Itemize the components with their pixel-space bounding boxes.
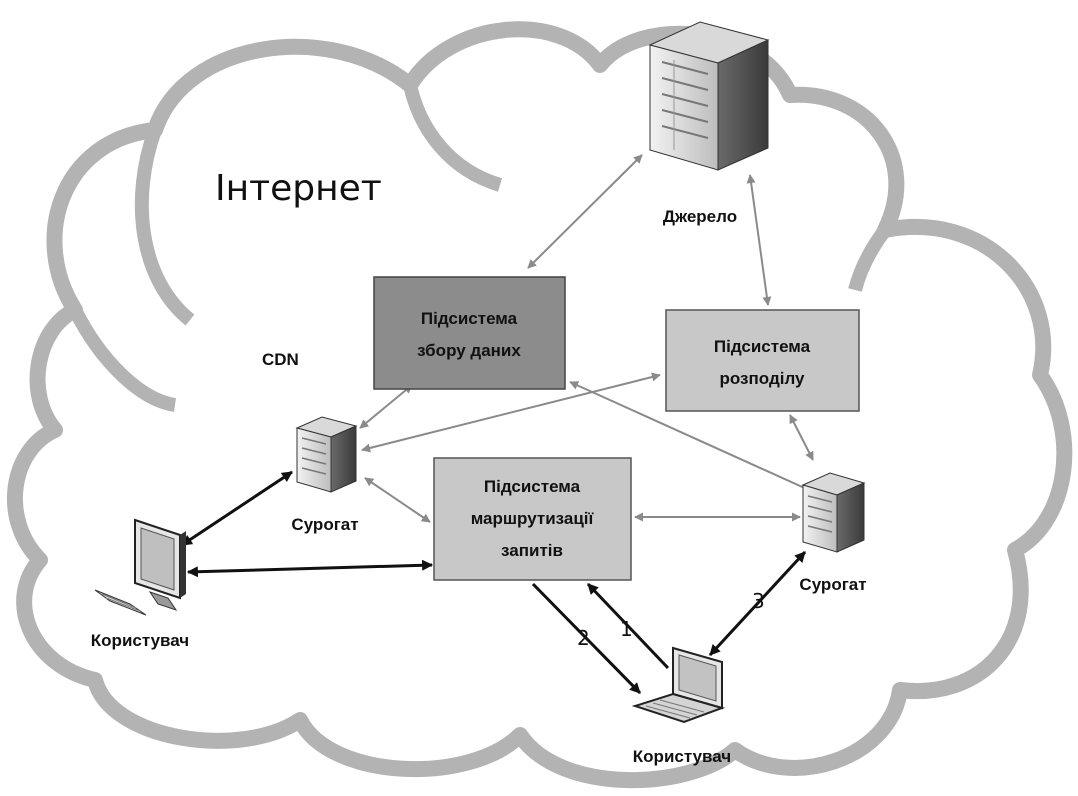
origin-server-label: Джерело: [663, 207, 737, 226]
cloud-lobe-left-bottom: [68, 306, 177, 412]
step-2-label: 2: [577, 626, 590, 650]
arrow-distribution-surrogate-right: [789, 414, 814, 461]
cloud-lobe-right: [848, 225, 891, 292]
arrow-desktop-surrogate-left: [181, 470, 293, 547]
cloud-lobe-top: [403, 83, 503, 192]
arrow-step3-laptop-surrogate: [708, 550, 807, 657]
internet-label: Інтернет: [215, 168, 382, 209]
routing-subsystem-line3: запитів: [501, 541, 563, 560]
laptop-user-label: Користувач: [633, 747, 731, 766]
arrow-origin-collection: [527, 154, 643, 269]
arrow-routing-surrogate-left: [364, 477, 431, 523]
desktop-computer-icon: [94, 518, 186, 616]
cdn-label: CDN: [262, 350, 299, 369]
distribution-subsystem-line2: розподілу: [720, 369, 806, 388]
desktop-user-label: Користувач: [91, 631, 189, 650]
routing-subsystem-line1: Підсистема: [484, 477, 581, 496]
arrow-origin-distribution: [746, 174, 772, 306]
collection-subsystem-box: Підсистема збору даних: [373, 276, 566, 390]
arrow-distribution-surrogate-left: [361, 372, 661, 453]
cloud-lobe-left: [134, 127, 195, 326]
step-1-label: 1: [620, 617, 633, 641]
surrogate-right-label: Сурогат: [799, 575, 866, 594]
laptop-computer-icon: [631, 646, 726, 724]
arrow-step1-laptop-routing: [586, 582, 670, 670]
arrow-collection-surrogate-left: [359, 384, 413, 429]
step-3-label: 3: [752, 589, 765, 613]
routing-subsystem-box: Підсистема маршрутизації запитів: [433, 457, 632, 581]
surrogate-right-server-icon: [801, 472, 866, 553]
routing-subsystem-line2: маршрутизації: [471, 509, 595, 528]
arrow-step2-routing-laptop: [531, 582, 642, 695]
origin-server-icon: [648, 21, 770, 171]
surrogate-left-label: Сурогат: [291, 515, 358, 534]
collection-subsystem-line1: Підсистема: [421, 309, 518, 328]
distribution-subsystem-line1: Підсистема: [714, 337, 811, 356]
distribution-subsystem-box: Підсистема розподілу: [665, 309, 860, 412]
surrogate-left-server-icon: [295, 416, 358, 493]
collection-subsystem-line2: збору даних: [417, 341, 521, 360]
arrow-desktop-routing: [186, 559, 434, 578]
internet-cloud: [6, 21, 1073, 789]
